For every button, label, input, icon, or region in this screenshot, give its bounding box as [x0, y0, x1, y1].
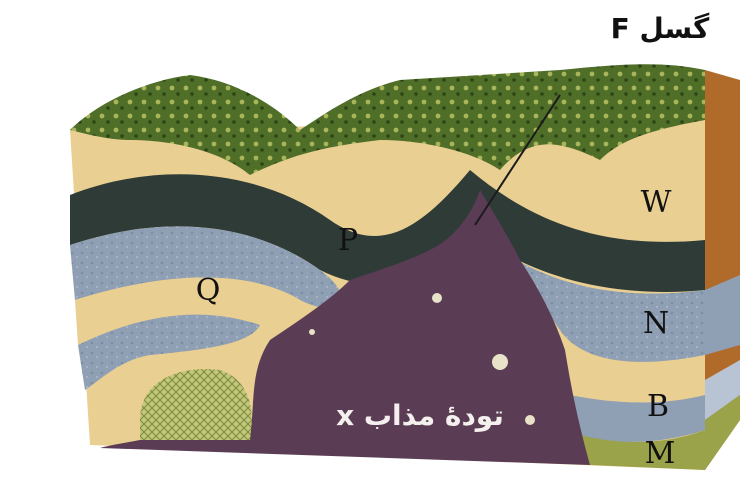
magma-fragment	[309, 329, 315, 335]
magma-fragment	[492, 354, 508, 370]
magma-fragment	[525, 415, 535, 425]
magma-fragment	[432, 293, 442, 303]
layer-label-w: W	[641, 185, 672, 220]
layer-label-b: B	[647, 389, 669, 424]
layer-label-n: N	[643, 306, 669, 341]
layer-label-m: M	[645, 436, 676, 471]
fault-label: گسل F	[611, 12, 710, 45]
layer-label-p: P	[338, 223, 358, 258]
magma-label: تودهٔ مذاب x	[336, 399, 504, 432]
layer-label-q: Q	[196, 273, 221, 308]
